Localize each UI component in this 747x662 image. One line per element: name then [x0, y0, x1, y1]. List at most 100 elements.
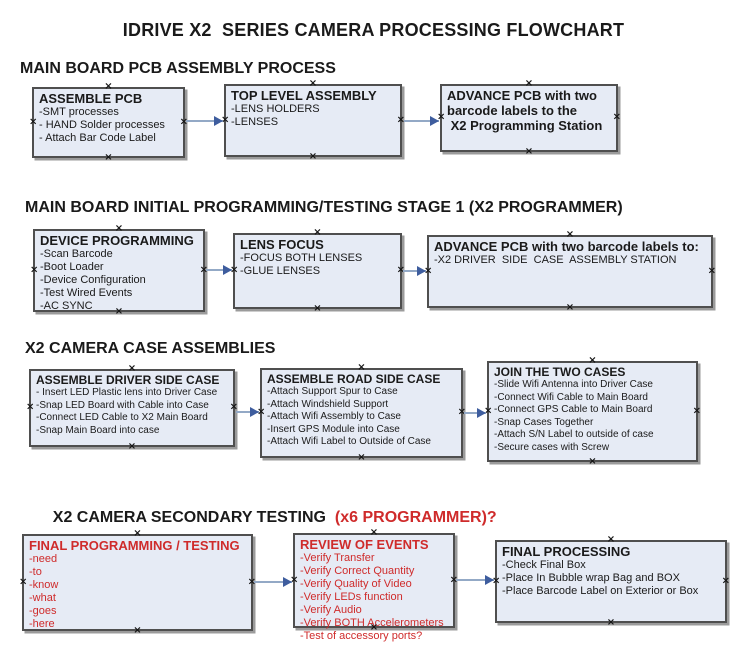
box-item: -Place Barcode Label on Exterior or Box	[502, 585, 699, 597]
connection-point-icon: ×	[565, 229, 575, 240]
connection-point-icon: ×	[19, 576, 28, 587]
box-item: - HAND Solder processes	[39, 119, 165, 131]
box-item: - Attach Bar Code Label	[39, 132, 156, 144]
flow-box-assemble-driver-side-case: ASSEMBLE DRIVER SIDE CASE - Insert LED P…	[26, 364, 238, 452]
connection-point-icon: ×	[612, 111, 621, 123]
box-item: -Test Wired Events	[40, 287, 133, 299]
connection-point-icon: ×	[492, 575, 501, 586]
connector-arrow	[404, 120, 439, 122]
connection-point-icon: ×	[127, 363, 137, 374]
connection-point-icon: ×	[369, 527, 379, 538]
connection-point-icon: ×	[104, 152, 113, 163]
connection-point-icon: ×	[606, 617, 616, 628]
flow-box-assemble-road-side-case: ASSEMBLE ROAD SIDE CASE -Attach Support …	[257, 363, 466, 463]
connection-point-icon: ×	[606, 534, 616, 545]
box-item: -Test of accessory ports?	[300, 630, 423, 642]
connection-point-icon: ×	[290, 574, 299, 585]
box-item: -Attach Wifi Assembly to Case	[267, 411, 401, 422]
box-item: -Verify Transfer	[300, 552, 375, 564]
connection-point-icon: ×	[588, 456, 597, 467]
connection-point-icon: ×	[484, 405, 493, 416]
box-item: -Snap LED Board with Cable into Case	[36, 399, 209, 411]
box-item: -need	[29, 553, 58, 565]
box-item: -to	[29, 566, 42, 578]
box-items: -LENS HOLDERS-LENSES	[231, 103, 395, 129]
flow-box-advance-pcb-driver-side: ADVANCE PCB with two barcode labels to: …	[424, 230, 716, 313]
section-header-pcb-assembly: MAIN BOARD PCB ASSEMBLY PROCESS	[20, 60, 336, 77]
box-items: -Verify Transfer-Verify Correct Quantity…	[300, 552, 448, 643]
connector-arrow	[456, 579, 494, 581]
connection-point-icon: ×	[457, 406, 466, 418]
box-item: -LENS HOLDERS	[231, 103, 320, 115]
box-items: -Scan Barcode-Boot Loader-Device Configu…	[40, 248, 198, 313]
section-header-case-assemblies: X2 CAMERA CASE ASSEMBLIES	[25, 340, 276, 357]
box-items: -X2 DRIVER SIDE CASE ASSEMBLY STATION	[434, 254, 706, 267]
connection-point-icon: ×	[449, 574, 458, 585]
connection-point-icon: ×	[199, 264, 208, 275]
connection-point-icon: ×	[357, 362, 366, 373]
connection-point-icon: ×	[524, 78, 534, 89]
box-item: -what	[29, 592, 56, 604]
connection-point-icon: ×	[133, 625, 142, 636]
connection-point-icon: ×	[133, 528, 142, 539]
box-items: -FOCUS BOTH LENSES-GLUE LENSES	[240, 252, 395, 278]
box-item: - Insert LED Plastic lens into Driver Ca…	[36, 387, 218, 398]
connection-point-icon: ×	[114, 306, 124, 317]
box-item: -Boot Loader	[40, 261, 104, 273]
connection-point-icon: ×	[396, 114, 405, 125]
box-title: ASSEMBLE ROAD SIDE CASE	[267, 372, 441, 386]
page-title: IDRIVE X2 SERIES CAMERA PROCESSING FLOWC…	[122, 20, 625, 40]
box-item: -Insert GPS Module into Case	[267, 423, 400, 435]
connector-arrow	[464, 412, 486, 414]
connection-point-icon: ×	[308, 151, 318, 162]
connector-arrow	[403, 270, 426, 272]
box-title: LENS FOCUS	[240, 237, 324, 252]
box-item: -Scan Barcode	[40, 248, 113, 260]
connector-arrow	[254, 581, 292, 583]
box-item: -Verify LEDs function	[300, 591, 403, 603]
box-item: -Connect Wifi Cable to Main Board	[494, 391, 648, 403]
section-header-red-part: (x6 PROGRAMMER)?	[330, 509, 497, 526]
box-item: -Attach Support Spur to Case	[267, 386, 398, 397]
connection-point-icon: ×	[257, 406, 266, 418]
flow-box-device-programming: DEVICE PROGRAMMING -Scan Barcode-Boot Lo…	[30, 224, 208, 317]
flow-box-assemble-pcb: ASSEMBLE PCB -SMT processes- HAND Solder…	[29, 82, 188, 163]
box-item: -Secure cases with Screw	[494, 441, 610, 453]
connection-point-icon: ×	[179, 116, 188, 127]
connection-point-icon: ×	[308, 78, 318, 89]
box-item: -Check Final Box	[502, 559, 586, 571]
box-title-line: ADVANCE PCB with two	[447, 88, 597, 103]
box-title: ASSEMBLE PCB	[39, 91, 143, 106]
connection-point-icon: ×	[221, 114, 230, 125]
box-item: -Verify Quality of Video	[300, 578, 412, 590]
box-title: ASSEMBLE DRIVER SIDE CASE	[36, 373, 220, 387]
box-item: -Verify BOTH Accelerometers	[300, 617, 444, 629]
box-item: -Slide Wifi Antenna into Driver Case	[494, 379, 653, 390]
box-item: -GLUE LENSES	[240, 265, 321, 277]
connection-point-icon: ×	[127, 441, 137, 452]
box-title: REVIEW OF EVENTS	[300, 537, 429, 552]
box-title: FINAL PROCESSING	[502, 544, 631, 559]
box-item: -Attach S/N Label to outside of case	[494, 429, 654, 440]
section-header-initial-programming: MAIN BOARD INITIAL PROGRAMMING/TESTING S…	[25, 199, 623, 216]
flow-box-advance-pcb-programming-station: ADVANCE PCB with two barcode labels to t…	[437, 79, 621, 157]
box-item: -Verify Correct Quantity	[300, 565, 415, 577]
connection-point-icon: ×	[104, 81, 113, 92]
box-item: -X2 DRIVER SIDE CASE ASSEMBLY STATION	[434, 254, 677, 266]
connection-point-icon: ×	[230, 264, 239, 276]
connection-point-icon: ×	[114, 223, 124, 234]
box-items: -Slide Wifi Antenna into Driver Case-Con…	[494, 379, 691, 454]
box-item: -Place In Bubble wrap Bag and BOX	[502, 572, 680, 584]
box-item: -Verify Audio	[300, 604, 362, 616]
box-item: -Attach Windshield Support	[267, 398, 389, 410]
connection-point-icon: ×	[707, 265, 716, 276]
box-title: FINAL PROGRAMMING / TESTING	[29, 538, 240, 553]
box-item: -here	[29, 618, 55, 630]
connection-point-icon: ×	[369, 622, 379, 633]
box-item: -SMT processes	[39, 106, 119, 118]
connection-point-icon: ×	[30, 264, 39, 275]
box-title: DEVICE PROGRAMMING	[40, 233, 194, 248]
connection-point-icon: ×	[247, 576, 256, 587]
box-title-line: X2 Programming Station	[447, 118, 603, 133]
